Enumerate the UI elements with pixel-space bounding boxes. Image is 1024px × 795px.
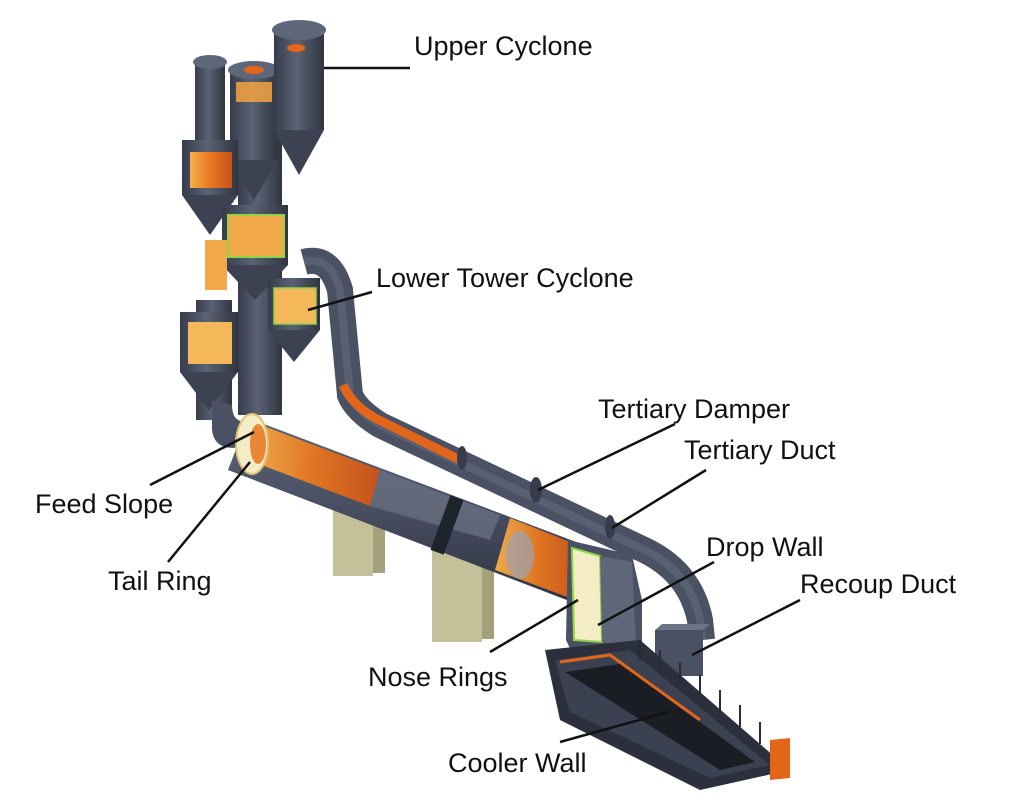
label-tertiary-duct: Tertiary Duct xyxy=(684,435,836,465)
rotary-kiln xyxy=(228,413,592,642)
upper-cyclone-cluster xyxy=(193,20,326,200)
label-recoup-duct: Recoup Duct xyxy=(800,569,957,599)
label-tail-ring: Tail Ring xyxy=(108,566,212,596)
label-tertiary-damper: Tertiary Damper xyxy=(598,394,790,424)
third-stage-cyclone xyxy=(205,205,288,300)
lower-tower-cyclone-pair xyxy=(180,278,320,410)
tertiary-duct-run xyxy=(300,247,715,642)
tail-ring-leader xyxy=(167,461,251,563)
leader-lines xyxy=(149,66,801,744)
lower-tower-cyclone-leader xyxy=(307,290,373,312)
recoup-duct-leader xyxy=(691,598,801,657)
drop-wall-face xyxy=(570,546,604,644)
feed-slope-leader xyxy=(149,430,255,487)
tertiary-damper-leader xyxy=(537,422,676,492)
label-drop-wall: Drop Wall xyxy=(706,532,824,562)
label-nose-rings: Nose Rings xyxy=(368,662,508,692)
drop-wall-leader xyxy=(597,560,715,627)
nose-rings-leader xyxy=(489,598,579,654)
label-feed-slope: Feed Slope xyxy=(35,489,173,519)
tertiary-damper-body xyxy=(530,477,542,503)
label-lower-tower-cyclone: Lower Tower Cyclone xyxy=(376,263,634,293)
tertiary-duct-leader xyxy=(611,468,707,530)
label-upper-cyclone: Upper Cyclone xyxy=(414,31,593,61)
label-cooler-wall: Cooler Wall xyxy=(448,748,587,778)
labels: Upper Cyclone Lower Tower Cyclone Tertia… xyxy=(35,31,957,778)
preheater-tower xyxy=(180,20,326,448)
cooler-wall-leader xyxy=(559,710,669,744)
